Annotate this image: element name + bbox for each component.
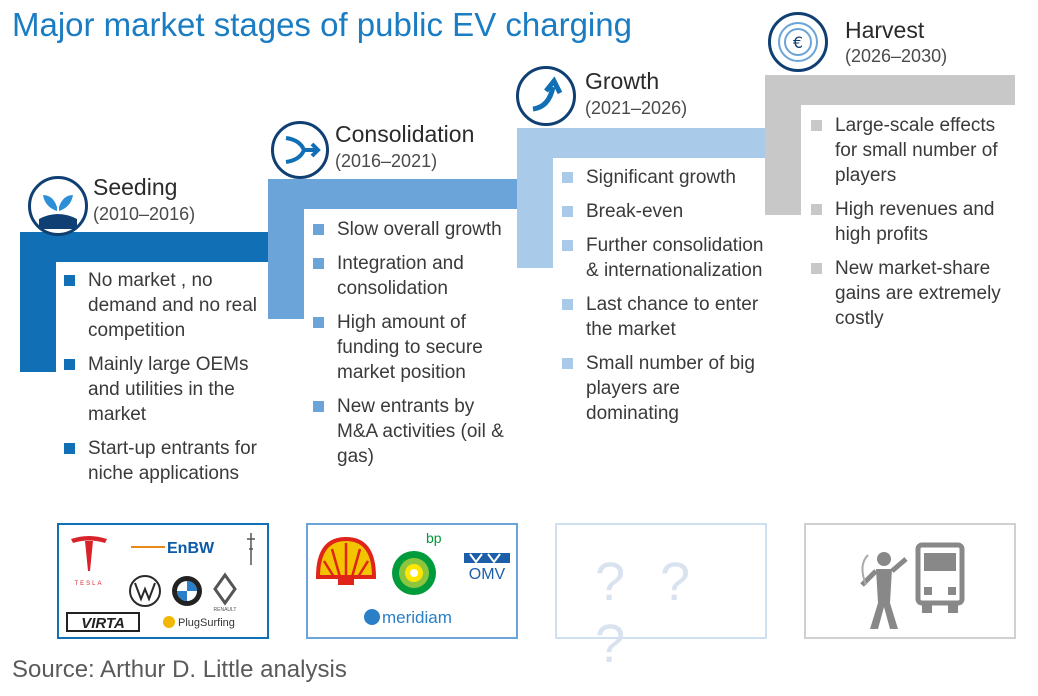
harvest-logo-box <box>804 523 1016 639</box>
growth-step-stem <box>517 128 553 268</box>
svg-text:PlugSurfing: PlugSurfing <box>178 617 235 629</box>
seeding-logos: TESLA EnBW RENAULT VIRTA PlugSurfing <box>66 533 255 632</box>
svg-text:OMV: OMV <box>469 566 506 583</box>
unknown-players-placeholder: ? ? ? <box>595 552 701 674</box>
seeding-logo-box: TESLA EnBW RENAULT VIRTA PlugSurfing <box>57 523 269 639</box>
list-item: Large-scale effects for small number of … <box>810 113 1015 188</box>
seeding-step-top <box>20 232 282 262</box>
omv-logo <box>464 553 510 564</box>
consolidation-step-stem <box>268 179 304 319</box>
bullet-square-icon <box>562 206 573 217</box>
consolidation-logos: bp OMV meridiam <box>315 530 510 627</box>
tesla-logo <box>71 536 107 571</box>
list-item: Last chance to enter the market <box>561 292 766 342</box>
consolidation-logo-box: bp OMV meridiam <box>306 523 518 639</box>
source-note: Source: Arthur D. Little analysis <box>12 656 347 683</box>
consolidation-stage-years: (2016–2021) <box>335 151 438 171</box>
bullet-square-icon <box>64 359 75 370</box>
list-item: Break-even <box>561 199 766 224</box>
shell-logo <box>315 536 377 585</box>
harvest-step-stem <box>765 75 801 215</box>
growth-stage-name: Growth <box>585 68 660 94</box>
consolidation-bullet-list: Slow overall growth Integration and cons… <box>312 217 512 478</box>
bullet-square-icon <box>811 204 822 215</box>
person-at-charger-pictogram <box>860 542 965 629</box>
seeding-stage-name: Seeding <box>93 174 178 200</box>
list-item: No market , no demand and no real compet… <box>63 268 263 343</box>
harvest-bullet-list: Large-scale effects for small number of … <box>810 113 1015 340</box>
list-item: Further consolidation & internationaliza… <box>561 233 766 283</box>
list-item: Integration and consolidation <box>312 251 512 301</box>
harvest-step-top <box>765 75 1015 105</box>
list-item: Mainly large OEMs and utilities in the m… <box>63 352 263 427</box>
list-item: Significant growth <box>561 165 766 190</box>
meridiam-logo <box>364 609 380 625</box>
seeding-stage-years: (2010–2016) <box>93 204 196 224</box>
growth-arrow-icon <box>516 66 576 126</box>
growth-bullet-list: Significant growth Break-even Further co… <box>561 165 766 435</box>
tesla-wordmark: TESLA <box>74 581 103 587</box>
harvest-stage-name: Harvest <box>845 17 925 43</box>
consolidation-step-top <box>268 179 530 209</box>
bp-logo <box>392 551 436 595</box>
svg-text:meridiam: meridiam <box>382 608 452 627</box>
bullet-square-icon <box>562 240 573 251</box>
growth-logo-box: ? ? ? <box>555 523 767 674</box>
plugsurfing-logo <box>163 616 175 628</box>
bullet-square-icon <box>562 172 573 183</box>
virta-logo <box>66 612 140 632</box>
list-item: Start-up entrants for niche applications <box>63 436 263 486</box>
seeding-bullet-list: No market , no demand and no real compet… <box>63 268 263 495</box>
bullet-square-icon <box>313 401 324 412</box>
bullet-square-icon <box>811 263 822 274</box>
svg-text:€: € <box>793 33 803 52</box>
pylon-logo <box>247 533 255 565</box>
consolidation-stage-name: Consolidation <box>335 121 475 147</box>
bullet-square-icon <box>313 258 324 269</box>
euro-coin-icon: € <box>768 12 828 72</box>
enbw-logo: EnBW <box>167 540 215 557</box>
list-item: High amount of funding to secure market … <box>312 310 512 385</box>
growth-step-top <box>517 128 779 158</box>
growth-stage-years: (2021–2026) <box>585 98 688 118</box>
list-item: High revenues and high profits <box>810 197 1015 247</box>
bullet-square-icon <box>313 317 324 328</box>
bullet-square-icon <box>811 120 822 131</box>
list-item: New entrants by M&A activities (oil & ga… <box>312 394 512 469</box>
vw-logo <box>129 575 161 607</box>
bullet-square-icon <box>313 224 324 235</box>
list-item: New market-share gains are extremely cos… <box>810 256 1015 331</box>
harvest-stage-years: (2026–2030) <box>845 46 948 66</box>
bmw-logo <box>172 576 202 606</box>
seeding-step-stem <box>20 232 56 372</box>
bullet-square-icon <box>64 275 75 286</box>
page-title: Major market stages of public EV chargin… <box>12 6 632 43</box>
merge-arrows-icon <box>271 121 329 179</box>
bullet-square-icon <box>64 443 75 454</box>
renault-wordmark: RENAULT <box>214 607 237 613</box>
plant-sprout-icon <box>28 176 88 236</box>
svg-text:VIRTA: VIRTA <box>81 615 125 632</box>
renault-logo <box>213 572 237 606</box>
list-item: Slow overall growth <box>312 217 512 242</box>
bullet-square-icon <box>562 299 573 310</box>
bullet-square-icon <box>562 358 573 369</box>
list-item: Small number of big players are dominati… <box>561 351 766 426</box>
svg-text:bp: bp <box>426 530 442 546</box>
